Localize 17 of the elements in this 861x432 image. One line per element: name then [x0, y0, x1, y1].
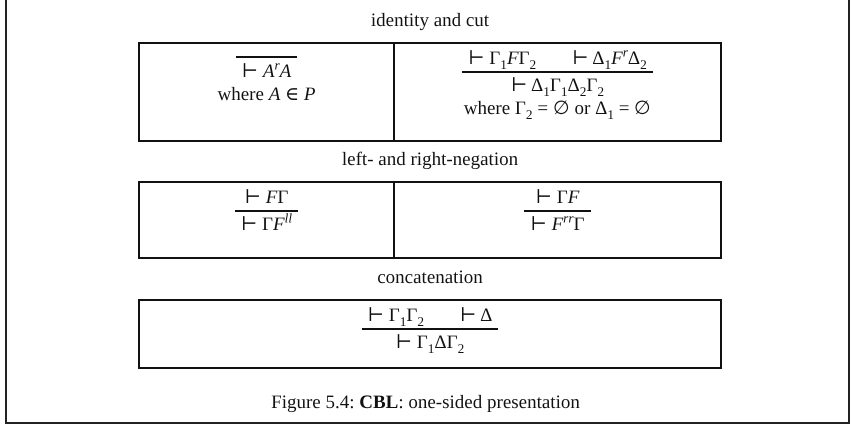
conclusion: ⊢ Δ$_{1}$Γ$_{1}$Δ$_{2}$Γ$_{2}$: [510, 74, 604, 97]
conclusion: ⊢ F$^{rr}$Γ: [530, 213, 585, 236]
conclusion: ⊢ A$^{r}$A: [242, 60, 292, 83]
side-condition: where A ∈ P: [218, 83, 316, 106]
conclusion: ⊢ ΓF$^{ll}$: [240, 213, 292, 236]
section-heading: left- and right-negation: [340, 149, 520, 171]
premise: ⊢ ΓF: [536, 186, 580, 209]
premise: ⊢ Δ$_{1}$F$^{r}$Δ$_{2}$: [572, 47, 647, 70]
conclusion: ⊢ Γ$_{1}$ΔΓ$_{2}$: [396, 331, 464, 354]
section-heading: identity and cut: [370, 10, 490, 32]
section-heading: concatenation: [376, 267, 484, 289]
figure-caption: Figure 5.4: CBL: one-sided presentation: [270, 391, 581, 415]
premise: ⊢ Γ$_{1}$Γ$_{2}$: [368, 304, 424, 327]
side-condition: where Γ$_{2}$ = ∅ or Δ$_{1}$ = ∅: [464, 97, 652, 120]
premise: ⊢ FΓ: [244, 186, 288, 209]
premise: ⊢ Δ: [460, 304, 492, 327]
premise: ⊢ Γ$_{1}$FΓ$_{2}$: [468, 47, 536, 70]
